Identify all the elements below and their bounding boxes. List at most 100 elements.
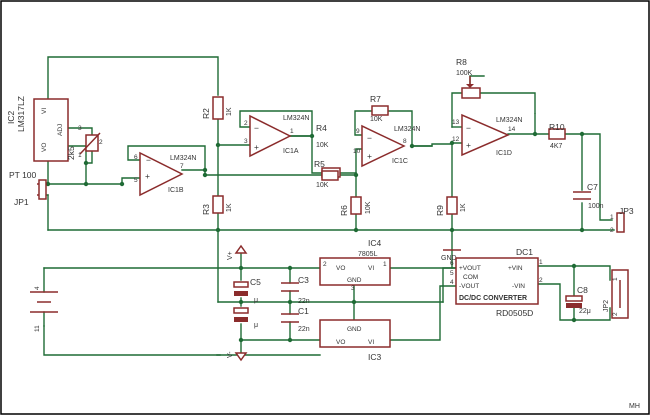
dc1-converter: DC1 +VOUT +VIN COM -VOUT -VIN DC/DC CONV… [450,247,543,318]
svg-text:2: 2 [323,261,327,268]
svg-text:+VIN: +VIN [508,265,523,272]
svg-text:2: 2 [610,227,614,234]
svg-text:1K: 1K [226,107,233,116]
ic2-pin-vi: VI [41,108,48,114]
svg-text:9: 9 [356,128,360,135]
svg-text:7805L: 7805L [358,251,378,258]
svg-text:-VOUT: -VOUT [459,283,479,290]
wires [43,56,615,356]
svg-text:1: 1 [610,214,614,221]
svg-text:−: − [146,155,151,165]
svg-text:−: − [254,123,259,133]
ic2-pin-adj: ADJ [57,124,64,136]
svg-text:V-: V- [227,351,234,358]
svg-text:DC1: DC1 [516,247,533,257]
jp3-connector: JP3 1 2 [610,206,634,234]
svg-text:4: 4 [450,279,454,286]
svg-text:14: 14 [508,126,516,133]
svg-text:6: 6 [134,154,138,161]
svg-text:+: + [367,151,372,161]
svg-text:2: 2 [612,312,619,316]
svg-text:V+: V+ [227,251,234,260]
svg-text:DC/DC CONVERTER: DC/DC CONVERTER [459,295,527,302]
svg-text:1: 1 [539,259,543,266]
svg-text:−: − [466,123,471,133]
trimmer-pin-2: 2 [99,139,103,146]
svg-text:+: + [145,171,150,181]
svg-text:GND: GND [441,255,457,262]
svg-text:2: 2 [244,120,248,127]
svg-text:5: 5 [450,270,454,277]
svg-text:C7: C7 [587,182,598,192]
ic1c-opamp: − + 9 10 8 LM324N IC1C [353,124,420,168]
svg-text:R7: R7 [370,94,381,104]
trimmer-value: 2k5 [66,146,76,160]
capacitor-c8: C8 22μ [565,285,591,315]
ic2-ref: IC2 [6,111,16,125]
svg-text:22n: 22n [298,298,310,305]
svg-text:+: + [466,140,471,150]
resistor-r10: R10 4K7 [548,122,566,150]
svg-text:1: 1 [290,128,294,135]
svg-text:10K: 10K [365,201,372,214]
vplus-symbol: V+ [227,244,248,260]
battery: 4 11 [30,286,58,332]
pt100-connector: PT 100 JP1 [9,170,47,207]
svg-text:1K: 1K [460,203,467,212]
svg-text:+: + [254,142,259,152]
svg-text:1: 1 [612,277,619,281]
author-initials: MH [629,403,640,410]
svg-text:IC3: IC3 [368,352,382,362]
svg-text:RD0505D: RD0505D [496,308,533,318]
jp2-connector: JP2 1 2 [603,269,629,319]
svg-text:22n: 22n [298,326,310,333]
svg-text:VO: VO [336,265,345,272]
svg-text:100K: 100K [456,70,473,77]
svg-text:2: 2 [539,277,543,284]
trimmer-2k5: 3 2 1 2k5 [66,125,103,160]
svg-text:10K: 10K [370,116,383,123]
gnd-symbol: GND [441,249,461,262]
svg-text:R4: R4 [316,123,327,133]
svg-text:7: 7 [180,163,184,170]
vminus-symbol: V- [227,351,248,362]
svg-text:μ: μ [254,322,258,329]
svg-text:R2: R2 [201,108,211,119]
ic4-regulator: IC4 7805L VO VI GND 2 1 3 [319,238,391,292]
ic1b-opamp: + − 6 5 7 LM324N IC1B [134,151,196,197]
svg-text:-VIN: -VIN [512,283,525,290]
svg-text:10: 10 [353,148,361,155]
svg-text:C1: C1 [298,306,309,316]
capacitor-c3: C3 22n [281,275,310,305]
capacitor-c7: C7 100n [573,182,604,210]
capacitor-lower: μ [233,307,258,329]
svg-text:−: − [367,133,372,143]
svg-text:IC4: IC4 [368,238,382,248]
svg-text:C3: C3 [298,275,309,285]
svg-text:6: 6 [450,260,454,267]
svg-text:5: 5 [134,177,138,184]
svg-text:1: 1 [383,261,387,268]
pt100-label: PT 100 [9,170,37,180]
svg-text:R5: R5 [314,159,325,169]
svg-text:VI: VI [368,265,374,272]
svg-text:JP2: JP2 [603,300,610,312]
svg-text:COM: COM [463,274,478,281]
capacitor-c1: C1 22n [281,306,310,333]
ic1d-ref: IC1D [496,150,512,157]
svg-text:12: 12 [452,136,460,143]
resistor-r8: R8 100K [456,57,481,99]
trimmer-pin-3: 3 [78,125,82,132]
svg-text:μ: μ [254,297,258,304]
ic1b-value: LM324N [170,155,196,162]
svg-text:R9: R9 [435,205,445,216]
trimmer-pin-1: 1 [78,152,82,159]
svg-text:8: 8 [403,138,407,145]
resistor-r7: R7 10K [370,94,389,123]
svg-text:10K: 10K [316,142,329,149]
svg-text:VO: VO [336,339,345,346]
svg-text:10K: 10K [316,182,329,189]
svg-text:13: 13 [452,119,460,126]
